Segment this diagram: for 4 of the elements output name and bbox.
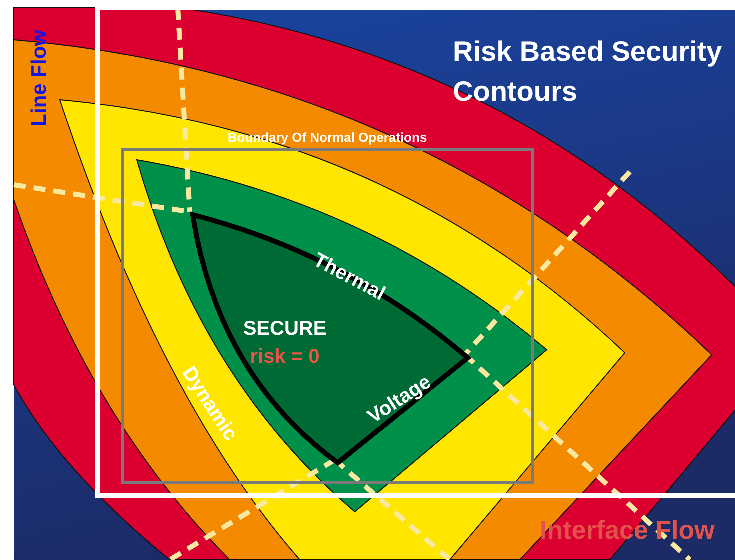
- risk-value: risk = 0: [250, 345, 320, 370]
- region-title: SECURE: [243, 317, 327, 342]
- diagram-title: Risk Based Security Contours: [453, 35, 724, 109]
- axis-label: Line Flow: [28, 30, 52, 127]
